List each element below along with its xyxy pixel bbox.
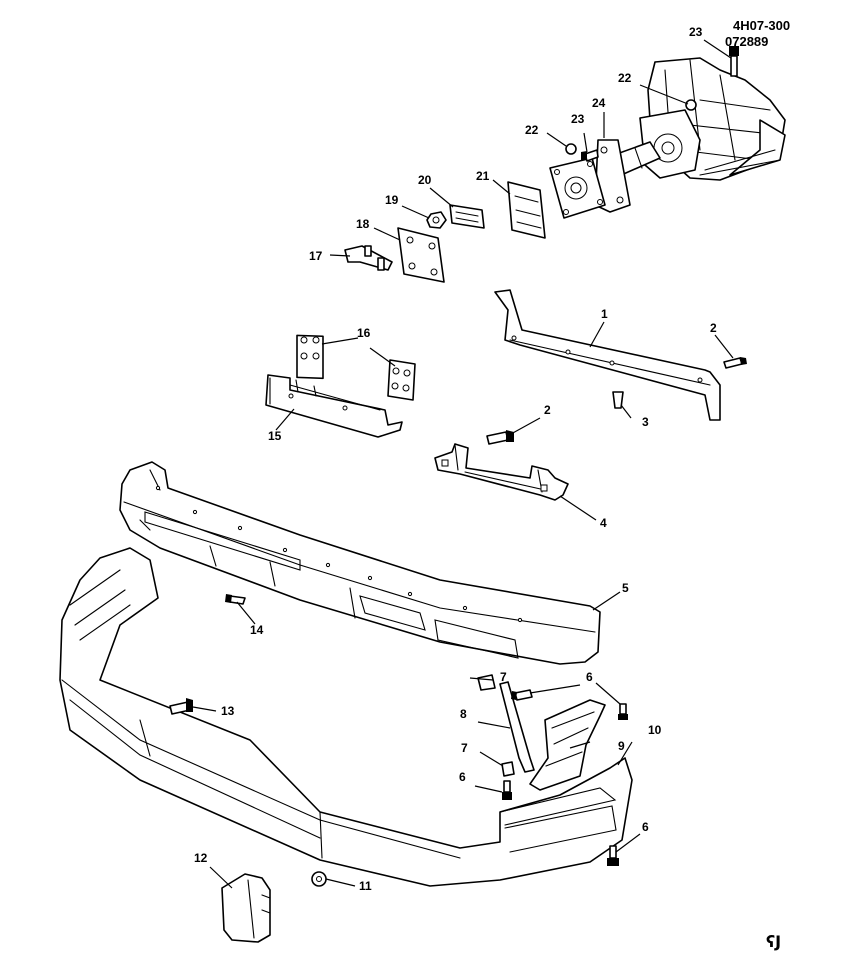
callout-19: 19 — [385, 193, 399, 207]
callout-13: 13 — [221, 704, 235, 718]
bolt-6-b — [618, 703, 628, 720]
callout-14: 14 — [250, 623, 264, 637]
callout-8: 8 — [460, 707, 467, 721]
part-19-nut — [426, 211, 447, 229]
callout-2-center: 2 — [544, 403, 551, 417]
callout-5: 5 — [622, 581, 629, 595]
callout-7-lower: 7 — [461, 741, 468, 755]
callout-21: 21 — [476, 169, 490, 183]
callout-6-d: 6 — [642, 820, 649, 834]
bolt-23-mid — [581, 149, 599, 162]
frame-rail-assembly — [599, 57, 786, 181]
callout-7-upper: 7 — [500, 670, 507, 684]
callout-23-top: 23 — [689, 25, 703, 39]
part-12-end-cap — [221, 873, 271, 943]
callout-4: 4 — [600, 516, 607, 530]
part-4-bracket — [434, 443, 569, 501]
callout-11: 11 — [359, 879, 372, 893]
callout-18: 18 — [356, 217, 370, 231]
footer-mark: ʕJ — [766, 932, 781, 951]
part-21-shim — [507, 181, 546, 239]
callout-6-a: 6 — [586, 670, 593, 684]
part-20-spacer — [449, 204, 485, 229]
bolt-6-d — [607, 845, 619, 866]
bolt-2-center — [486, 430, 514, 445]
callout-20: 20 — [418, 173, 432, 187]
date-code: 072889 — [725, 34, 768, 49]
callout-labels: 23 22 24 23 22 21 20 19 18 17 1 2 3 16 1… — [194, 25, 717, 893]
callout-2-right: 2 — [710, 321, 717, 335]
part-9-bracket — [529, 699, 606, 791]
bolt-6-a — [511, 689, 533, 701]
part-5-bumper-face-bar — [119, 461, 601, 665]
callout-16: 16 — [357, 326, 371, 340]
part-18-bracket-plate — [397, 227, 445, 283]
bolt-2-right — [723, 357, 747, 369]
bolt-14 — [225, 594, 246, 605]
leader-lines — [192, 39, 734, 889]
part-15-bracket — [265, 374, 403, 438]
callout-17: 17 — [309, 249, 323, 263]
clip-7-lower — [501, 761, 515, 777]
callout-23-mid: 23 — [571, 112, 585, 126]
bolt-23-top — [729, 46, 739, 77]
part-8-brace — [499, 681, 535, 773]
absorber-plate — [549, 157, 606, 219]
part-1-reinforcement — [494, 289, 721, 421]
callout-12: 12 — [194, 851, 208, 865]
bolt-6-c — [502, 780, 512, 800]
bumper-cover — [59, 547, 633, 887]
bolt-3 — [612, 391, 624, 409]
callout-22-mid: 22 — [525, 123, 539, 137]
bolt-13 — [169, 698, 193, 715]
drawing-number: 4H07-300 — [733, 18, 790, 33]
callout-15: 15 — [268, 429, 282, 443]
clip-7-upper — [477, 674, 496, 691]
callout-9: 9 — [618, 739, 625, 753]
callout-1: 1 — [601, 307, 608, 321]
nut-11 — [311, 871, 327, 887]
part-17-bolt-bracket — [344, 245, 393, 271]
nut-22-mid — [565, 143, 577, 155]
callout-24: 24 — [592, 96, 606, 110]
callout-10: 10 — [648, 723, 662, 737]
callout-3: 3 — [642, 415, 649, 429]
nut-22-top — [685, 99, 697, 111]
callout-22-top: 22 — [618, 71, 632, 85]
part-16-isolators — [296, 334, 416, 401]
callout-6-c: 6 — [459, 770, 466, 784]
